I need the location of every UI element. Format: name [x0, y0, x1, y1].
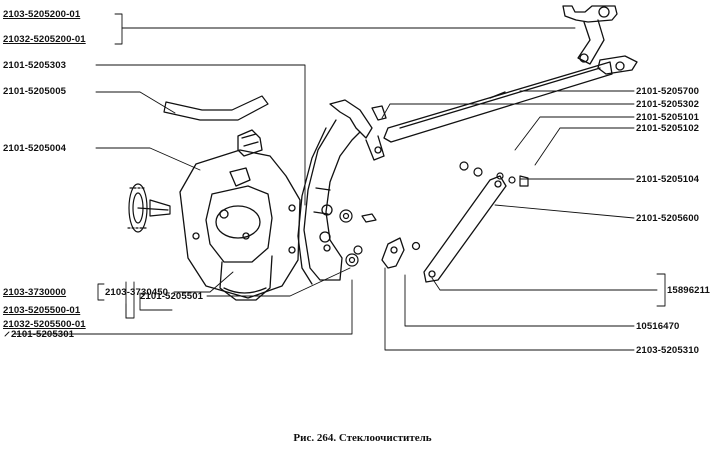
figure-caption: Рис. 264. Стеклоочиститель — [293, 432, 432, 444]
label-l9: 21032-5205500-01 — [3, 319, 86, 330]
short-rod — [423, 175, 507, 283]
label-r8: 10516470 — [636, 321, 680, 332]
label-l6: 2103-3730000 — [3, 287, 67, 298]
fasteners — [339, 161, 529, 267]
label-r4: 2101-5205102 — [636, 123, 700, 134]
label-r7: 15896211 — [667, 285, 710, 296]
label-r2: 2101-5205302 — [636, 99, 700, 110]
label-l3: 2101-5205303 — [3, 60, 67, 71]
label-r6: 2101-5205600 — [636, 213, 700, 224]
wiper-motor — [179, 129, 301, 301]
label-r1: 2101-5205700 — [636, 86, 700, 97]
label-r9: 2103-5205310 — [636, 345, 700, 356]
leader-lines — [4, 13, 666, 351]
label-l2: 21032-5205200-01 — [3, 34, 86, 45]
label-r3: 2101-5205101 — [636, 112, 700, 123]
label-l11: 2101-5205301 — [11, 329, 75, 340]
drive-lever — [562, 5, 638, 75]
label-l10: 2101-5205501 — [140, 291, 204, 302]
bracket-frame — [297, 99, 387, 285]
label-l4: 2101-5205005 — [3, 86, 67, 97]
label-r5: 2101-5205104 — [636, 174, 700, 185]
rubber-gasket — [163, 95, 269, 121]
label-l7: 2103-3730450 — [105, 287, 169, 298]
label-l8: 2103-5205500-01 — [3, 305, 81, 316]
connecting-rod — [383, 61, 613, 143]
label-l5: 2101-5205004 — [3, 143, 67, 154]
gear-wheel — [127, 183, 171, 233]
crank-link — [381, 237, 421, 269]
label-l1: 2103-5205200-01 — [3, 9, 81, 20]
